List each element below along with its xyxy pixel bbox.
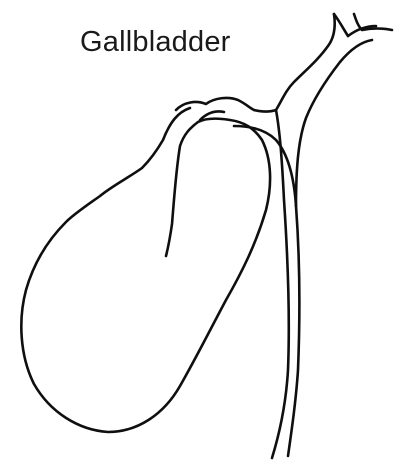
gallbladder-sac-outline — [21, 108, 270, 432]
hepatic-branch-right — [348, 14, 392, 36]
hepatic-branch-left — [334, 14, 348, 36]
cystic-duct-outer — [254, 14, 335, 112]
hepatic-duct-right-wall — [296, 40, 372, 206]
common-duct-left-wall — [272, 110, 289, 458]
